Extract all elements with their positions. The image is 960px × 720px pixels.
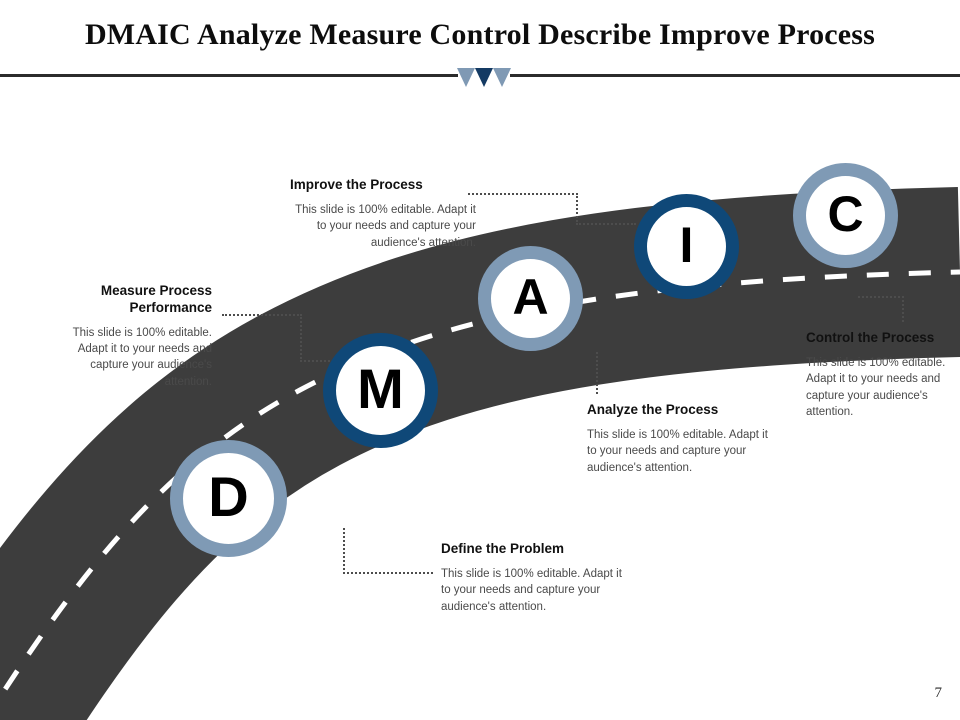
- measure-body: This slide is 100% editable. Adapt it to…: [72, 326, 212, 388]
- text-block-measure: Measure Process Performance This slide i…: [60, 283, 212, 390]
- triangle-dark-center-icon: [475, 68, 493, 87]
- stage-node-define[interactable]: D: [170, 440, 287, 557]
- analyze-body: This slide is 100% editable. Adapt it to…: [587, 428, 768, 474]
- stage-letter-c: C: [827, 185, 864, 242]
- control-heading: Control the Process: [806, 330, 935, 345]
- divider-ornament: [457, 68, 511, 90]
- text-block-define: Define the Problem This slide is 100% ed…: [441, 541, 631, 615]
- text-block-control: Control the Process This slide is 100% e…: [806, 330, 956, 420]
- text-block-improve: Improve the Process This slide is 100% e…: [290, 177, 476, 251]
- stage-letter-i: I: [679, 216, 694, 273]
- page-title: DMAIC Analyze Measure Control Describe I…: [84, 18, 876, 51]
- stage-letter-m: M: [357, 356, 404, 420]
- stage-node-improve[interactable]: I: [634, 194, 739, 299]
- triangle-light-right-icon: [493, 68, 511, 87]
- define-body: This slide is 100% editable. Adapt it to…: [441, 567, 622, 613]
- stage-letter-d: D: [208, 464, 249, 528]
- stage-node-control[interactable]: C: [793, 163, 898, 268]
- stage-node-measure[interactable]: M: [323, 333, 438, 448]
- page-number: 7: [934, 685, 943, 701]
- control-body: This slide is 100% editable. Adapt it to…: [806, 356, 946, 418]
- improve-heading: Improve the Process: [290, 177, 423, 192]
- stage-letter-a: A: [512, 268, 549, 325]
- define-heading: Define the Problem: [441, 541, 565, 556]
- stage-node-analyze[interactable]: A: [478, 246, 583, 351]
- text-block-analyze: Analyze the Process This slide is 100% e…: [587, 402, 777, 476]
- measure-heading: Measure Process Performance: [100, 283, 212, 315]
- analyze-heading: Analyze the Process: [587, 402, 719, 417]
- triangle-light-left-icon: [457, 68, 475, 87]
- improve-body: This slide is 100% editable. Adapt it to…: [295, 203, 476, 249]
